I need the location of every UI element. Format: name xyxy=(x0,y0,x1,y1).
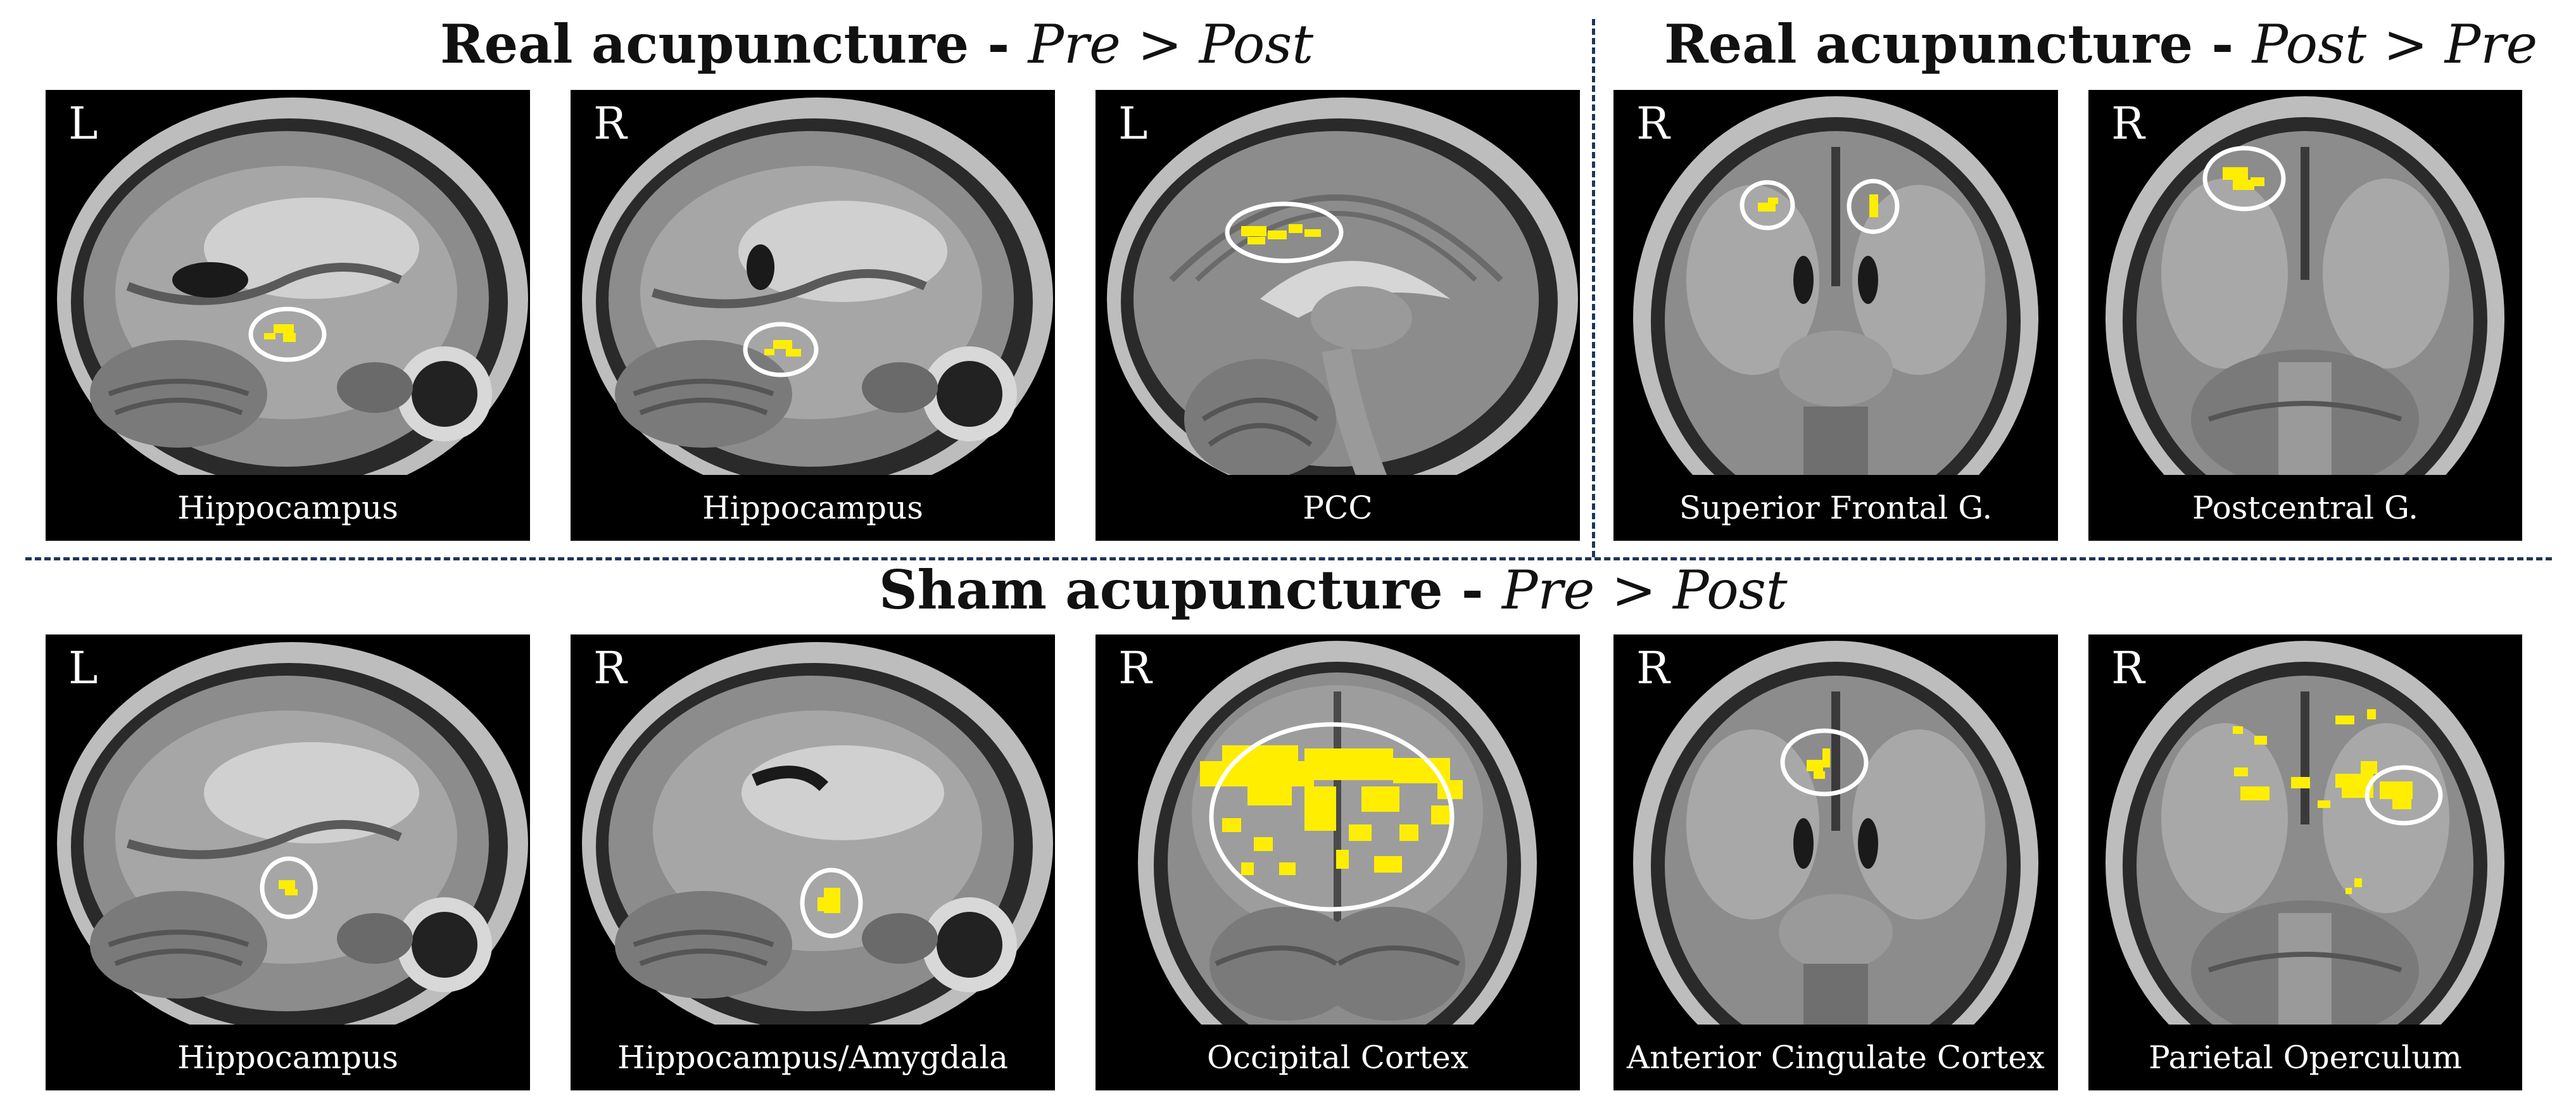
brain-panel-sham-parietal-operculum: R Parietal Operculum xyxy=(2088,634,2522,1090)
region-caption: Postcentral G. xyxy=(2088,475,2522,541)
region-caption: Hippocampus/Amygdala xyxy=(571,1025,1055,1090)
brain-panel-sham-hippocampus-amygdala: R Hippocampus/Amygdala xyxy=(571,634,1055,1090)
region-caption: Anterior Cingulate Cortex xyxy=(1613,1025,2058,1090)
coronal-brain-image xyxy=(2106,96,2504,540)
heading-real-pre-post-bold: Real acupuncture - xyxy=(440,13,1028,75)
brain-panel-real-postcentral: R Postcentral G. xyxy=(2088,90,2522,541)
brain-panel-real-left-hippocampus: L Hippocampus xyxy=(46,90,530,541)
coronal-brain-image xyxy=(2106,641,2504,1084)
heading-real-post-pre-italic: Post > Pre xyxy=(2252,13,2538,75)
hemisphere-label: L xyxy=(68,642,98,694)
hemisphere-label: L xyxy=(68,98,98,149)
hemisphere-label: R xyxy=(593,98,627,149)
coronal-brain-image xyxy=(1633,641,2038,1084)
heading-sham-pre-post-italic: Pre > Post xyxy=(1501,559,1788,621)
brain-panel-sham-acc: R Anterior Cingulate Cortex xyxy=(1613,634,2058,1090)
region-caption: Hippocampus xyxy=(46,1025,530,1090)
hemisphere-label: R xyxy=(2111,642,2145,694)
brain-panel-sham-occipital: R Occipital Cortex xyxy=(1095,634,1580,1090)
heading-sham-pre-post: Sham acupuncture - Pre > Post xyxy=(879,564,1788,617)
brain-panel-real-superior-frontal: R Superior Frontal G. xyxy=(1613,90,2058,541)
region-caption: Occipital Cortex xyxy=(1095,1025,1580,1090)
region-caption: Parietal Operculum xyxy=(2088,1025,2522,1090)
heading-real-post-pre-bold: Real acupuncture - xyxy=(1664,13,2252,75)
hemisphere-label: R xyxy=(1118,642,1152,694)
hemisphere-label: R xyxy=(1636,642,1670,694)
sagittal-brain-image xyxy=(57,642,528,1045)
hemisphere-label: L xyxy=(1118,98,1148,149)
sagittal-brain-image xyxy=(582,98,1053,500)
brain-panel-real-pcc: L PCC xyxy=(1095,90,1580,541)
coronal-posterior-brain-image xyxy=(1138,641,1537,1084)
hemisphere-label: R xyxy=(593,642,627,694)
sagittal-brain-image xyxy=(582,642,1053,1045)
heading-real-pre-post-italic: Pre > Post xyxy=(1028,13,1314,75)
hemisphere-label: R xyxy=(2111,98,2145,149)
heading-real-post-pre: Real acupuncture - Post > Pre xyxy=(1664,18,2537,72)
heading-real-pre-post: Real acupuncture - Pre > Post xyxy=(440,18,1313,72)
horizontal-divider xyxy=(25,557,2552,560)
region-caption: Hippocampus xyxy=(46,475,530,541)
region-caption: Superior Frontal G. xyxy=(1613,475,2058,541)
heading-sham-pre-post-bold: Sham acupuncture - xyxy=(879,558,1502,621)
coronal-brain-image xyxy=(1633,96,2038,540)
hemisphere-label: R xyxy=(1636,98,1670,149)
brain-panel-real-right-hippocampus: R Hippocampus xyxy=(571,90,1055,541)
medial-sagittal-brain-image xyxy=(1107,98,1578,500)
vertical-divider xyxy=(1592,19,1595,557)
sagittal-brain-image xyxy=(57,98,528,500)
region-caption: PCC xyxy=(1095,475,1580,541)
region-caption: Hippocampus xyxy=(571,475,1055,541)
brain-panel-sham-left-hippocampus: L Hippocampus xyxy=(46,634,530,1090)
